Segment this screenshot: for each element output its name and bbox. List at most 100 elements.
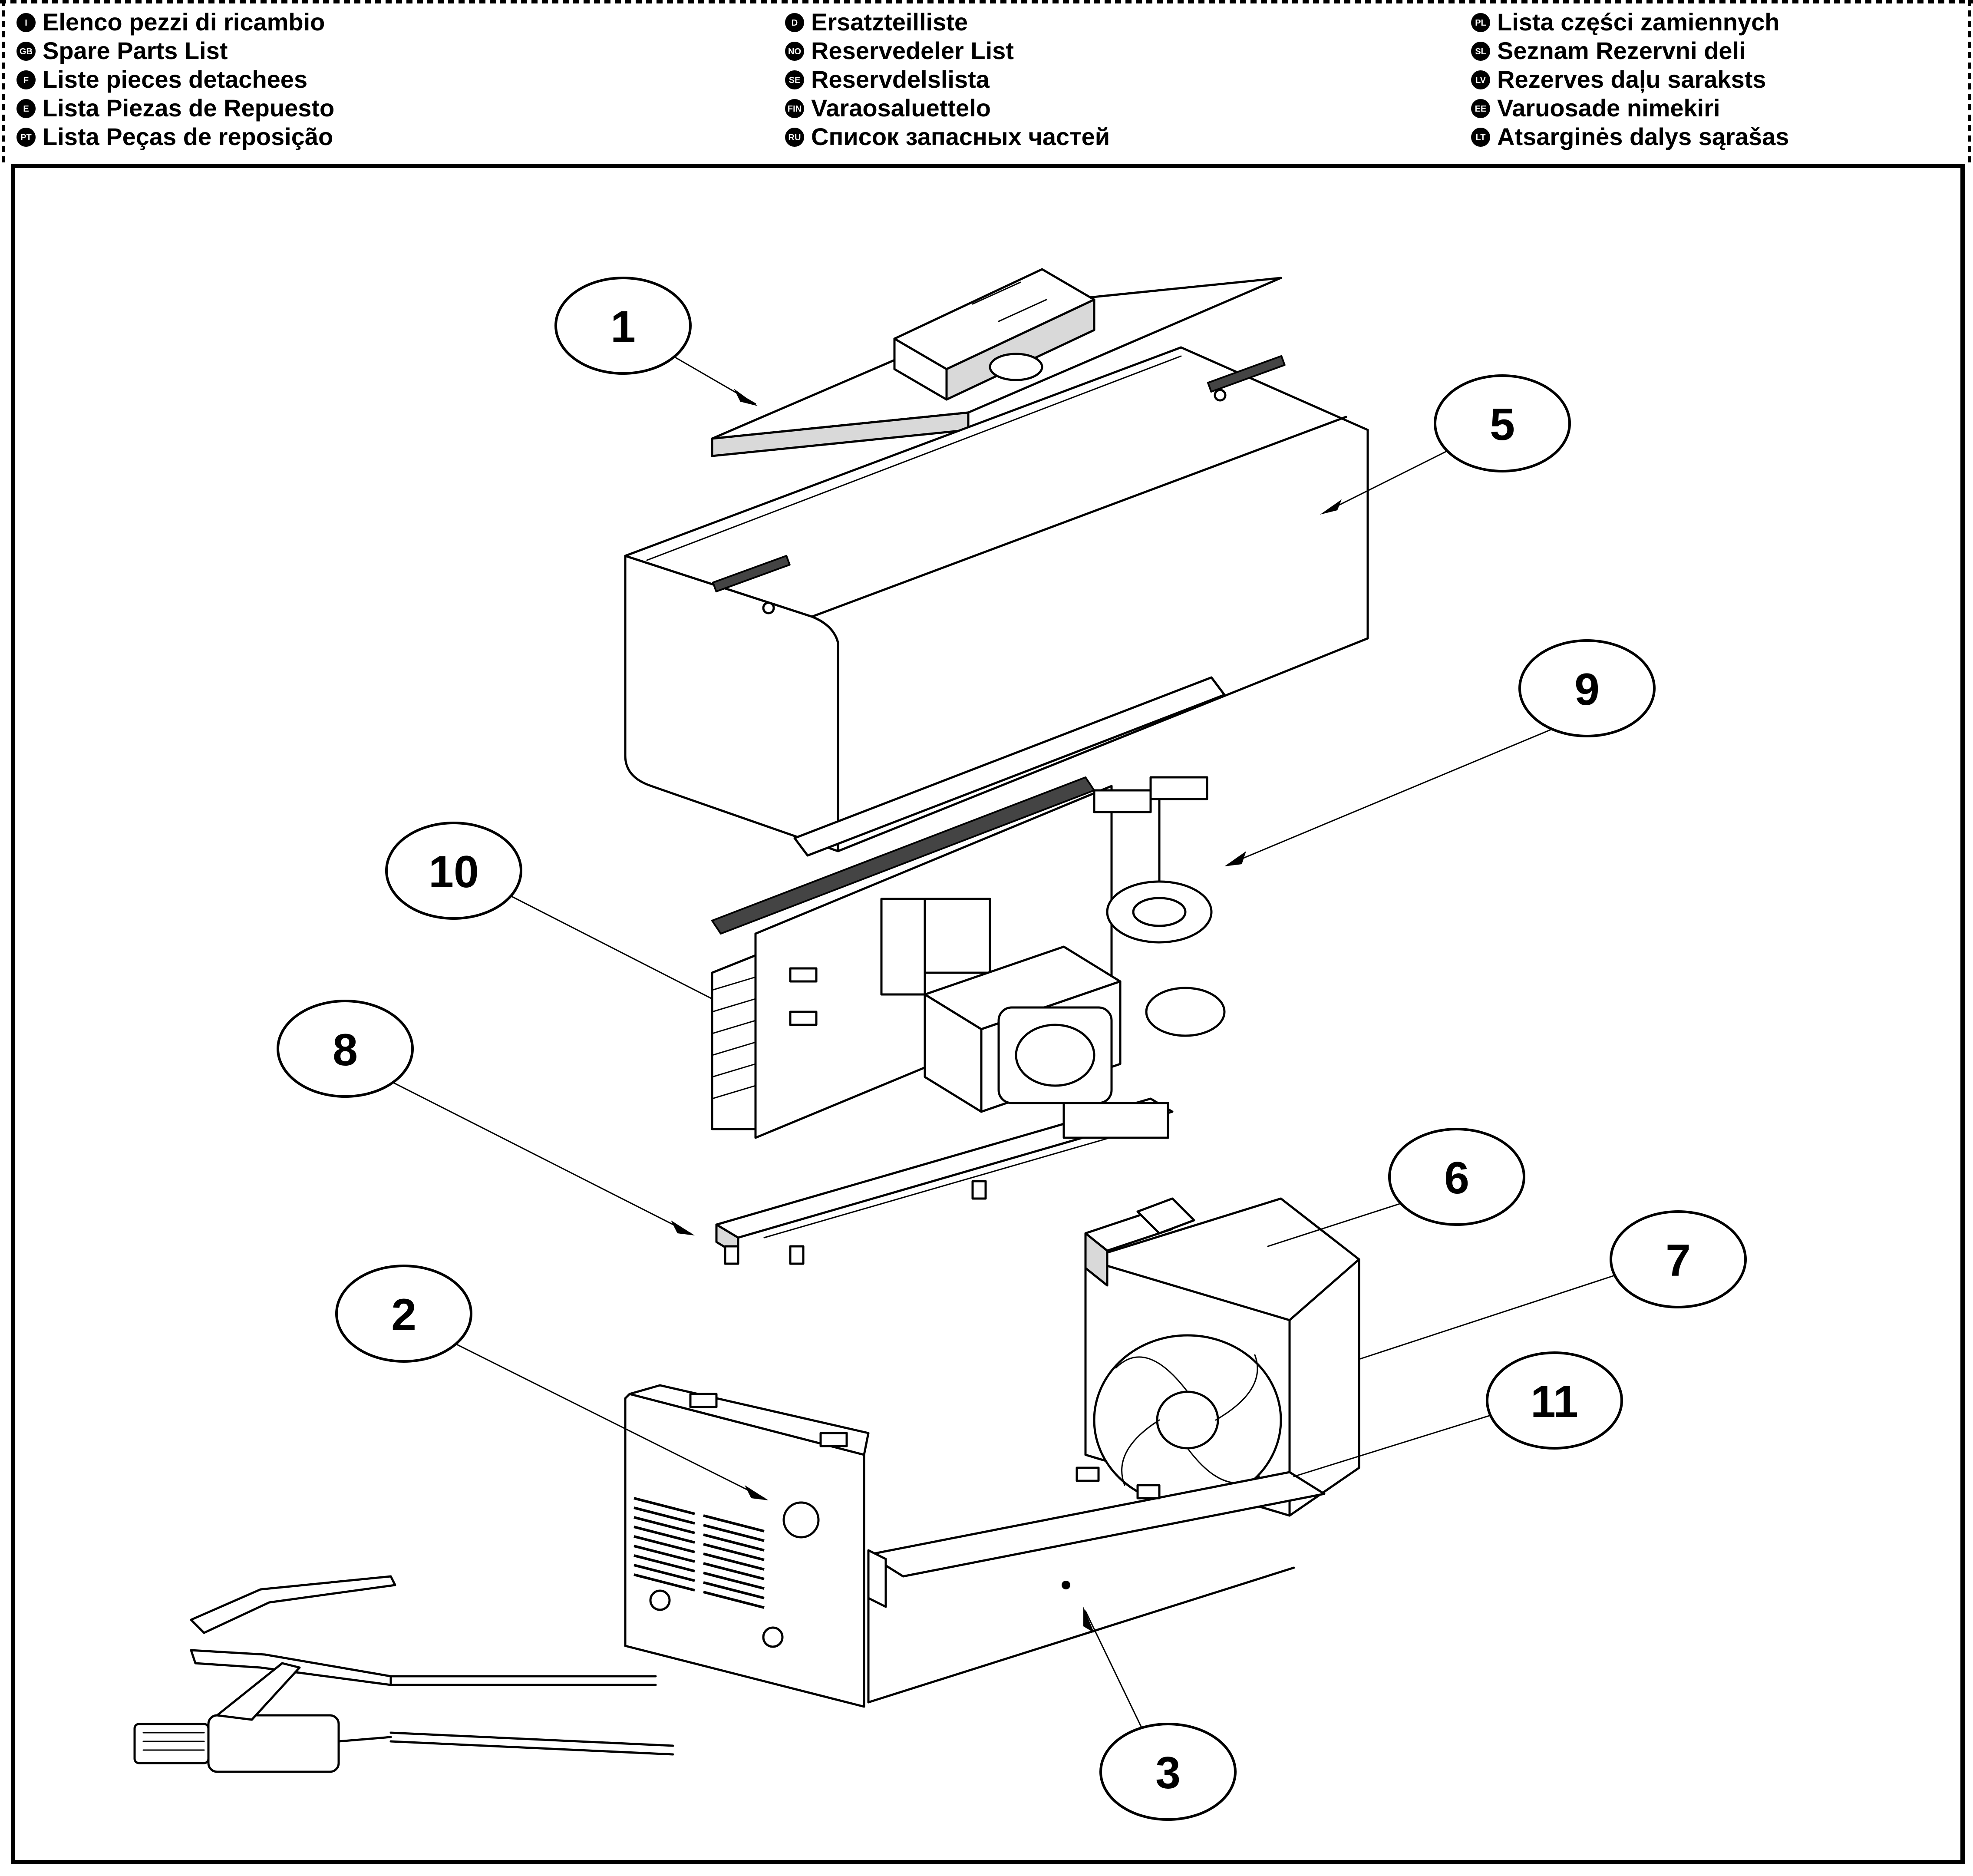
language-entry: F Liste pieces detachees bbox=[16, 66, 307, 93]
vent-slot bbox=[703, 1533, 765, 1552]
part-8-mounting-plate bbox=[715, 1097, 1174, 1265]
vent-slots bbox=[633, 1497, 765, 1609]
language-badge-icon bbox=[1471, 99, 1490, 118]
language-code: D bbox=[792, 18, 798, 28]
language-entry: FIN Varaosaluettelo bbox=[785, 94, 991, 122]
vent-slot bbox=[633, 1526, 695, 1544]
callout-number: 1 bbox=[610, 302, 636, 352]
drawing-frame bbox=[11, 164, 1965, 1864]
callout-1: 1 bbox=[554, 277, 692, 375]
vent-slot bbox=[703, 1591, 765, 1609]
vent-slot bbox=[703, 1572, 765, 1590]
language-code: SL bbox=[1475, 47, 1486, 56]
callout-number: 2 bbox=[391, 1290, 416, 1340]
language-badge-icon bbox=[1471, 128, 1490, 147]
language-entry: PT Lista Peças de reposição bbox=[16, 123, 333, 150]
vent-slot bbox=[633, 1506, 695, 1525]
language-code: FIN bbox=[788, 104, 802, 114]
vent-slot bbox=[703, 1514, 765, 1533]
language-badge-icon bbox=[16, 13, 36, 32]
language-code: NO bbox=[788, 47, 801, 56]
language-label: Atsarginės dalys sąrašas bbox=[1497, 123, 1789, 150]
part-3-11-base-chassis bbox=[867, 1466, 1326, 1704]
language-label: Seznam Rezervni deli bbox=[1497, 37, 1746, 64]
callout-11: 11 bbox=[1486, 1351, 1623, 1450]
language-label: Reservdelslista bbox=[811, 66, 990, 93]
callout-number: 5 bbox=[1490, 400, 1515, 450]
language-entry: D Ersatzteilliste bbox=[785, 8, 968, 36]
language-label: Lista części zamiennych bbox=[1497, 8, 1780, 36]
language-entry: SE Reservdelslista bbox=[785, 66, 990, 93]
language-code: GB bbox=[20, 47, 33, 56]
language-entry: NO Reservedeler List bbox=[785, 37, 1014, 64]
language-entry: RU Список запасных частей bbox=[785, 123, 1110, 150]
language-badge-icon bbox=[16, 128, 36, 147]
callout-2: 2 bbox=[335, 1265, 472, 1363]
language-entry: E Lista Piezas de Repuesto bbox=[16, 94, 334, 122]
vent-slot bbox=[703, 1581, 765, 1599]
vent-slot bbox=[633, 1535, 695, 1553]
transformer bbox=[924, 945, 1122, 1113]
callout-3: 3 bbox=[1099, 1723, 1237, 1821]
electrode-holder-icon bbox=[133, 1662, 674, 1773]
earth-clamp-icon bbox=[190, 1575, 657, 1686]
callout-number: 11 bbox=[1531, 1377, 1578, 1427]
vent-slot bbox=[633, 1564, 695, 1582]
callout-6: 6 bbox=[1388, 1128, 1525, 1226]
language-label: Elenco pezzi di ricambio bbox=[43, 8, 325, 36]
callout-leaders bbox=[381, 355, 1625, 1729]
language-code: SE bbox=[789, 76, 801, 85]
callout-number: 8 bbox=[333, 1025, 358, 1075]
language-code: PT bbox=[20, 133, 32, 142]
vent-slot bbox=[703, 1543, 765, 1561]
callout-5: 5 bbox=[1434, 374, 1571, 472]
language-label: Liste pieces detachees bbox=[43, 66, 307, 93]
language-label: Varuosade nimekiri bbox=[1497, 94, 1720, 122]
callout-number: 10 bbox=[429, 847, 479, 897]
callout-number: 7 bbox=[1666, 1235, 1691, 1286]
language-label: Список запасных частей bbox=[811, 123, 1110, 150]
language-code: PL bbox=[1475, 18, 1486, 28]
language-badge-icon bbox=[1471, 42, 1490, 61]
callout-8: 8 bbox=[277, 1000, 414, 1098]
language-code: RU bbox=[789, 133, 801, 142]
language-code: E bbox=[23, 104, 29, 114]
language-label: Reservedeler List bbox=[811, 37, 1014, 64]
language-code: LT bbox=[1476, 133, 1486, 142]
language-badge-icon bbox=[16, 99, 36, 118]
language-badge-icon bbox=[16, 42, 36, 61]
part-10-circuit-board bbox=[711, 776, 1113, 1139]
language-label: Ersatzteilliste bbox=[811, 8, 968, 36]
vent-slot bbox=[703, 1552, 765, 1571]
language-code: F bbox=[23, 76, 29, 85]
language-entry: LT Atsarginės dalys sąrašas bbox=[1471, 123, 1789, 150]
language-code: EE bbox=[1475, 104, 1487, 114]
language-label: Rezerves daļu saraksts bbox=[1497, 66, 1766, 93]
language-badge-icon bbox=[16, 70, 36, 89]
language-label: Lista Peças de reposição bbox=[43, 123, 333, 150]
callout-bubbles: 1 2 3 5 6 7 8 9 10 11 bbox=[277, 277, 1747, 1821]
language-badge-icon bbox=[785, 13, 804, 32]
part-1-top-panel bbox=[711, 268, 1282, 457]
language-entry: EE Varuosade nimekiri bbox=[1471, 94, 1720, 122]
callout-number: 6 bbox=[1444, 1153, 1469, 1203]
callout-number: 3 bbox=[1155, 1748, 1181, 1798]
language-label: Varaosaluettelo bbox=[811, 94, 991, 122]
vent-slot bbox=[703, 1562, 765, 1580]
vent-slot bbox=[633, 1497, 695, 1515]
language-badge-icon bbox=[785, 128, 804, 147]
vent-slot bbox=[633, 1573, 695, 1592]
language-badge-icon bbox=[785, 70, 804, 89]
callout-9: 9 bbox=[1518, 639, 1656, 737]
language-badge-icon bbox=[1471, 13, 1490, 32]
part-5-housing bbox=[624, 346, 1369, 857]
vent-slot bbox=[633, 1516, 695, 1534]
language-label: Lista Piezas de Repuesto bbox=[43, 94, 334, 122]
callout-10: 10 bbox=[385, 822, 522, 920]
callout-7: 7 bbox=[1610, 1210, 1747, 1308]
